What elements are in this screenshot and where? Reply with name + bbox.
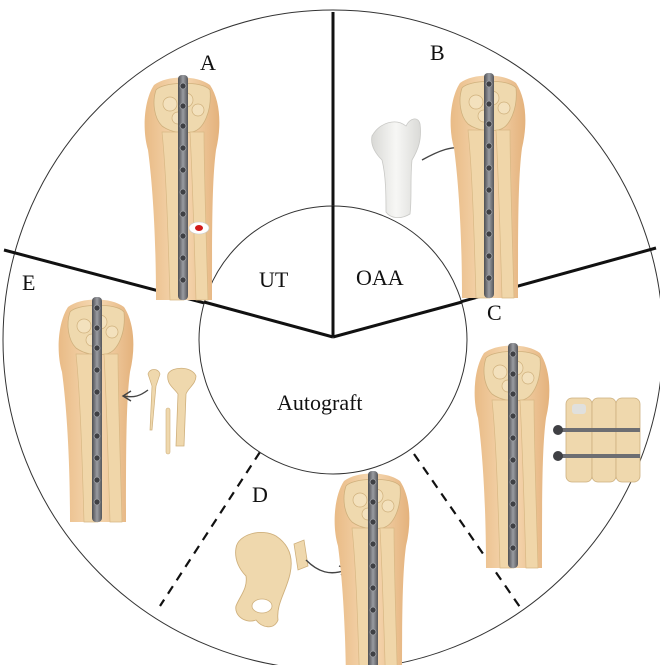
center-label-oaa: OAA — [356, 265, 404, 290]
bone-bundle — [553, 398, 640, 482]
label-e: E — [22, 270, 35, 295]
label-c: C — [487, 300, 502, 325]
allograft-bone — [372, 119, 421, 218]
divider-d-e — [160, 452, 260, 606]
label-d: D — [252, 482, 268, 507]
center-label-ut: UT — [259, 267, 289, 292]
illustration-a — [145, 75, 220, 300]
graft-fragment — [294, 540, 308, 570]
tibia-bone — [168, 368, 196, 446]
center-label-autograft: Autograft — [277, 390, 363, 415]
small-bone — [148, 370, 160, 431]
illustration-e — [59, 297, 196, 522]
label-b: B — [430, 40, 445, 65]
illustration-c — [475, 343, 640, 568]
label-a: A — [200, 50, 216, 75]
